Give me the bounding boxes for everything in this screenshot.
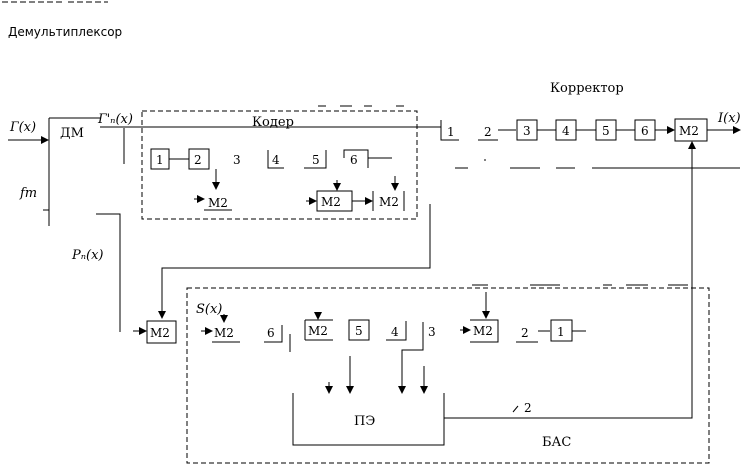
bas-m2-c-label: М2 (473, 324, 493, 338)
feedback-label-2: 2 (524, 401, 532, 415)
coder-cell-6 (343, 149, 369, 168)
bas-label: БАС (542, 435, 571, 450)
corrector-cell-6-label: 6 (641, 124, 649, 138)
coder-m2-b-label: М2 (321, 195, 341, 209)
bas-cell-5 (348, 319, 370, 341)
bas-register (201, 292, 586, 352)
coder-cell-3-label: 3 (233, 153, 241, 167)
coder-cell-4-label: 4 (272, 153, 280, 167)
corrector-bottom-dashes (455, 159, 740, 169)
coder-m2-a-label: М2 (208, 196, 228, 210)
corrector-cell-5-label: 5 (602, 124, 610, 138)
ft-signal-label: fт (19, 186, 37, 201)
coder-cell-5-label: 5 (312, 153, 320, 167)
bas-cell-5-label: 5 (355, 324, 363, 338)
pe-label: ПЭ (354, 414, 375, 429)
p-signal-label: Pₙ(x) (71, 248, 104, 263)
coder-cell-4 (267, 150, 284, 169)
corrector-cell-1 (440, 120, 459, 141)
p-signal-path (96, 204, 431, 344)
coder-m2-c-label: М2 (379, 195, 399, 209)
bas-cell-2-label: 2 (521, 326, 529, 340)
bas-dashed-box (186, 287, 710, 464)
coder-cell-2-label: 2 (194, 153, 202, 167)
bas-cell-4-label: 4 (391, 325, 399, 339)
coder-register (150, 148, 392, 170)
after-dm-signal-label: Г'ₙ(x) (97, 112, 133, 127)
corrector-cell-1-label: 1 (447, 125, 455, 139)
coder-dashed-box (141, 110, 418, 220)
corrector-label: Корректор (550, 81, 624, 96)
dm-block-label: ДМ (60, 126, 84, 141)
bas-cell-4 (386, 321, 407, 341)
bas-input-m2-label: М2 (150, 326, 170, 340)
coder-m2-blocks (194, 169, 405, 212)
corrector-m2-output-label: М2 (679, 124, 699, 138)
bas-input-m2-block (146, 320, 177, 344)
page-title: Демультиплексор (8, 25, 122, 39)
coder-label: Кодер (252, 115, 294, 130)
coder-cell-5 (304, 150, 327, 169)
s-signal-label: S(x) (196, 302, 222, 317)
output-signal-label: I(x) (717, 111, 741, 126)
corrector-cell-2-label: 2 (484, 125, 492, 139)
bas-m2-b-label: М2 (308, 324, 328, 338)
coder-cell-1-label: 1 (156, 153, 164, 167)
corrector-register (440, 118, 741, 142)
dm-section (8, 117, 441, 226)
bas-cell-6 (264, 325, 283, 343)
feedback-path (444, 141, 696, 419)
pe-block (292, 342, 445, 446)
corrector-cell-3-label: 3 (523, 124, 531, 138)
corrector-cell-4-label: 4 (562, 124, 570, 138)
bas-cell-1-label: 1 (557, 325, 565, 339)
input-signal-label: Г(x) (9, 120, 36, 135)
bas-cell-3-label: 3 (428, 325, 436, 339)
coder-cell-6-label: 6 (350, 153, 358, 167)
bas-m2-a-label: М2 (214, 326, 234, 340)
bas-cell-6-label: 6 (267, 326, 275, 340)
